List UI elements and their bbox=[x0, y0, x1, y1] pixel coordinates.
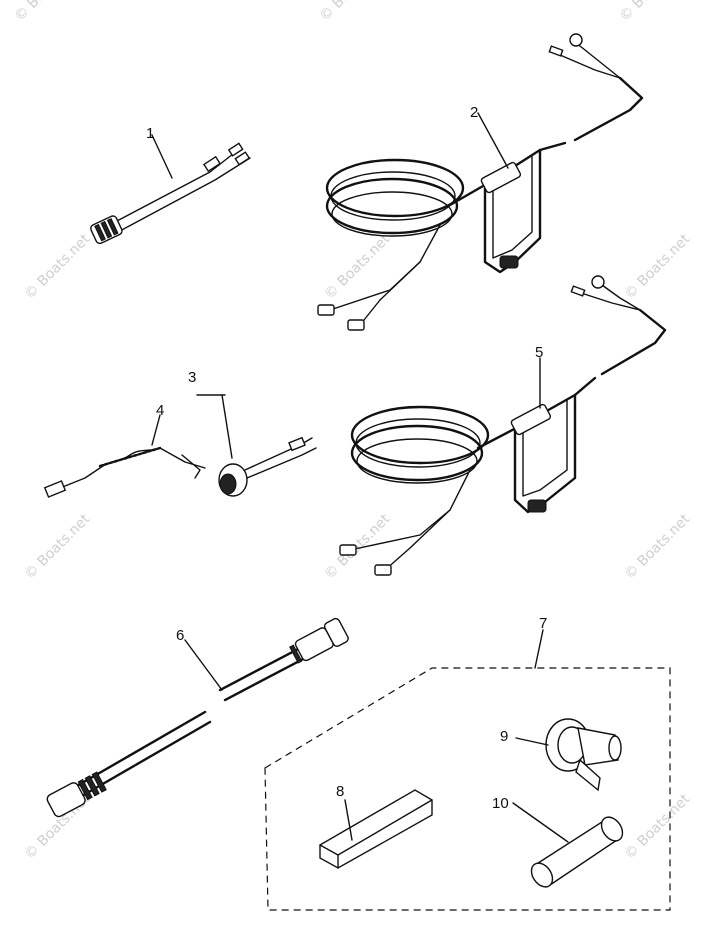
callout-8: 8 bbox=[336, 783, 344, 800]
callout-7: 7 bbox=[539, 615, 547, 632]
part-7-kit-outline bbox=[264, 629, 671, 911]
callout-10: 10 bbox=[492, 795, 509, 812]
watermark: © Boats.net bbox=[622, 511, 694, 583]
part-1-lead-wire bbox=[90, 134, 251, 245]
callout-3: 3 bbox=[188, 369, 196, 386]
part-8-bar bbox=[319, 789, 433, 869]
callout-labels: 1 2 3 4 5 6 7 8 9 10 bbox=[146, 104, 547, 812]
callout-6: 6 bbox=[176, 627, 184, 644]
callout-2: 2 bbox=[470, 104, 478, 121]
callout-9: 9 bbox=[500, 728, 508, 745]
watermark: © Boats.net bbox=[622, 791, 694, 863]
callout-1: 1 bbox=[146, 125, 154, 142]
part-4-lanyard bbox=[43, 394, 226, 498]
watermark: © Boats.net bbox=[317, 0, 389, 25]
part-3-stop-switch bbox=[218, 394, 317, 497]
watermark: © Boats.net bbox=[22, 511, 94, 583]
watermark: © Boats.net bbox=[12, 0, 84, 25]
watermark: © Boats.net bbox=[622, 231, 694, 303]
part-9-fitting bbox=[515, 718, 622, 792]
part-6-extension-cable bbox=[46, 617, 349, 818]
callout-5: 5 bbox=[535, 344, 543, 361]
part-2-remote-harness bbox=[317, 33, 644, 331]
callout-4: 4 bbox=[156, 402, 164, 419]
part-10-tube bbox=[512, 802, 624, 888]
watermark: © Boats.net bbox=[22, 231, 94, 303]
part-5-remote-harness bbox=[339, 275, 667, 576]
watermark: © Boats.net bbox=[617, 0, 689, 25]
